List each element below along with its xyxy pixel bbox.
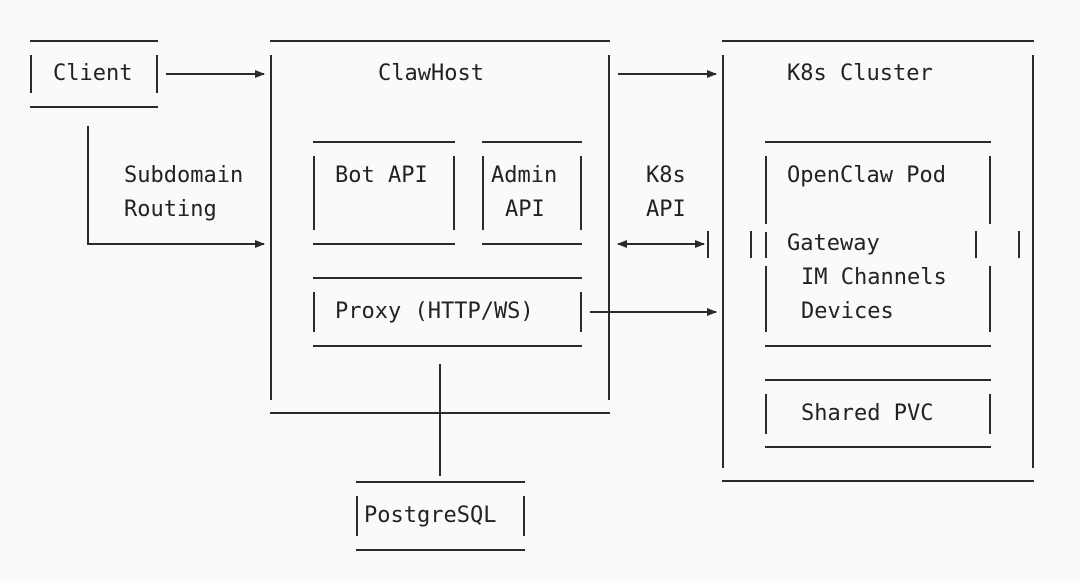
im-channels-label: IM Channels (801, 265, 947, 290)
openclaw-pod-box-border (765, 141, 991, 347)
k8s-cluster-label: K8s Cluster (787, 61, 933, 86)
subdomain-routing-label-line1: Subdomain (124, 163, 244, 188)
postgresql-box-border (356, 481, 525, 551)
client-box-border (30, 40, 158, 108)
admin-api-label-line1: Admin (491, 163, 558, 188)
subdomain-routing-arrow (87, 126, 265, 248)
subdomain-routing-label-line2: Routing (124, 197, 217, 222)
openclaw-pod-label: OpenClaw Pod (787, 163, 946, 188)
admin-api-box-border (482, 141, 582, 245)
k8s-api-label-line1: K8s (646, 163, 686, 188)
shared-pvc-label: Shared PVC (801, 401, 934, 426)
proxy-label: Proxy (HTTP/WS) (335, 299, 534, 324)
client-label: Client (53, 61, 133, 86)
k8s-api-label-line2: API (646, 197, 686, 222)
k8s-cluster-box-border (722, 40, 1034, 482)
postgresql-label: PostgreSQL (364, 503, 497, 528)
devices-label: Devices (801, 299, 894, 324)
clawhost-box-border (270, 40, 610, 414)
clawhost-label: ClawHost (378, 61, 484, 86)
gateway-label: Gateway (787, 231, 880, 256)
bot-api-label: Bot API (335, 163, 428, 188)
shared-pvc-box-border (765, 379, 991, 448)
gateway-box-border (707, 231, 1020, 258)
admin-api-label-line2: API (505, 197, 545, 222)
proxy-box-border (313, 277, 582, 347)
bot-api-box-border (313, 141, 455, 245)
